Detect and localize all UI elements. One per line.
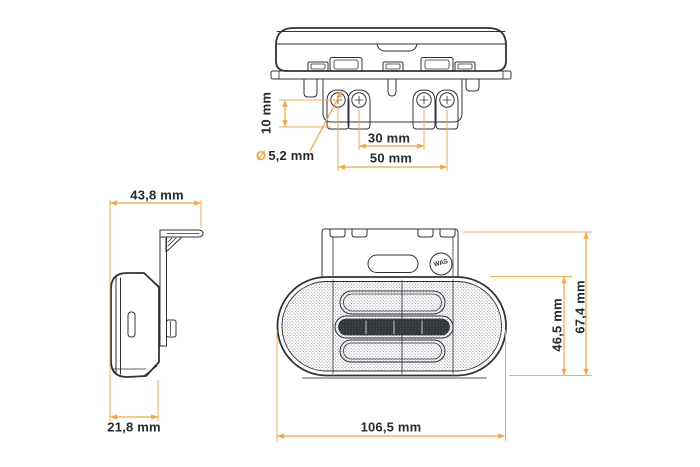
dim-label-hole-spacing-inner: 30 mm xyxy=(367,130,411,146)
bracket-plate-side xyxy=(159,236,167,347)
lamp-body-outline-side xyxy=(110,272,160,378)
reflector-slot-bottom xyxy=(339,339,446,363)
logo-circle xyxy=(429,252,453,276)
bracket-foot-side xyxy=(166,319,177,338)
dim-label-front-lens-height: 46,5 mm xyxy=(549,298,565,352)
bracket-tabs-front xyxy=(329,228,456,238)
side-clip xyxy=(127,311,136,338)
mounting-bracket-front xyxy=(321,228,459,281)
bracket-cutout xyxy=(367,254,419,273)
dimension-annotations xyxy=(109,90,592,441)
base-flange xyxy=(270,70,512,80)
side-tab-right xyxy=(465,78,480,92)
diameter-symbol: Ø xyxy=(256,148,267,163)
side-tab-left xyxy=(303,78,318,98)
led-strip xyxy=(334,315,454,339)
lens-notch xyxy=(376,43,418,52)
dim-label-side-body-depth: 21,8 mm xyxy=(107,419,161,435)
snap-clips xyxy=(307,57,476,72)
dim-label-side-overall-width: 43,8 mm xyxy=(130,187,184,203)
center-pin xyxy=(387,78,397,97)
mounting-bracket-outline xyxy=(322,79,463,123)
dim-label-hole-diameter-value: 5,2 mm xyxy=(268,148,315,163)
bracket-finger-columns xyxy=(326,89,459,130)
front-view-drawing xyxy=(276,228,507,379)
dim-label-front-overall-width: 106,5 mm xyxy=(360,419,422,435)
dim-label-front-overall-height: 67,4 mm xyxy=(572,280,588,334)
bracket-arm-side xyxy=(159,229,204,238)
lamp-body-outline-top xyxy=(275,27,507,72)
diameter-leader-line xyxy=(309,90,343,152)
bracket-gusset xyxy=(165,236,183,253)
dim-label-hole-spacing-outer: 50 mm xyxy=(369,150,413,166)
reflector-slot-top xyxy=(339,290,446,315)
top-view-drawing xyxy=(270,27,512,130)
dim-label-hole-offset: 10 mm xyxy=(258,91,274,135)
side-view-drawing xyxy=(110,229,204,378)
